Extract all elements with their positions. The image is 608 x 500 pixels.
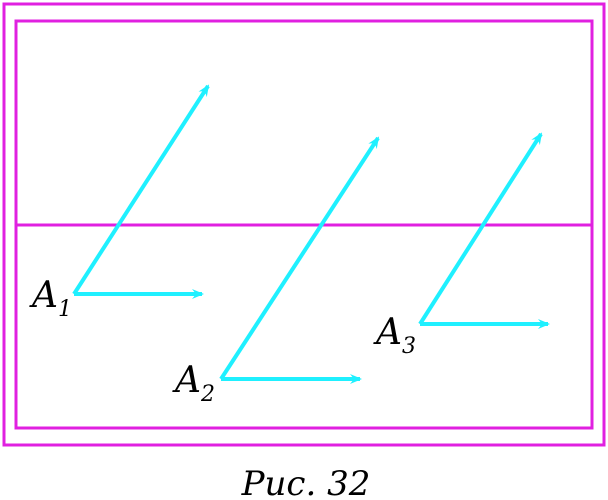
label-a2: A2 bbox=[172, 360, 215, 407]
label-a2-letter: A bbox=[172, 360, 201, 401]
label-a1-index: 1 bbox=[58, 297, 72, 322]
outer-frame bbox=[2, 2, 606, 447]
vector-a3-diagonal bbox=[418, 132, 543, 326]
vector-a1-diagonal bbox=[72, 84, 210, 296]
figure-caption: Рис. 32 bbox=[241, 464, 371, 500]
vector-a2-diagonal bbox=[219, 136, 380, 381]
label-a3-letter: A bbox=[373, 312, 402, 353]
label-a3-index: 3 bbox=[402, 334, 416, 359]
label-a1: A1 bbox=[29, 275, 72, 322]
label-a3: A3 bbox=[373, 312, 416, 359]
label-a2-index: 2 bbox=[200, 382, 215, 407]
label-a1-letter: A bbox=[29, 275, 58, 316]
